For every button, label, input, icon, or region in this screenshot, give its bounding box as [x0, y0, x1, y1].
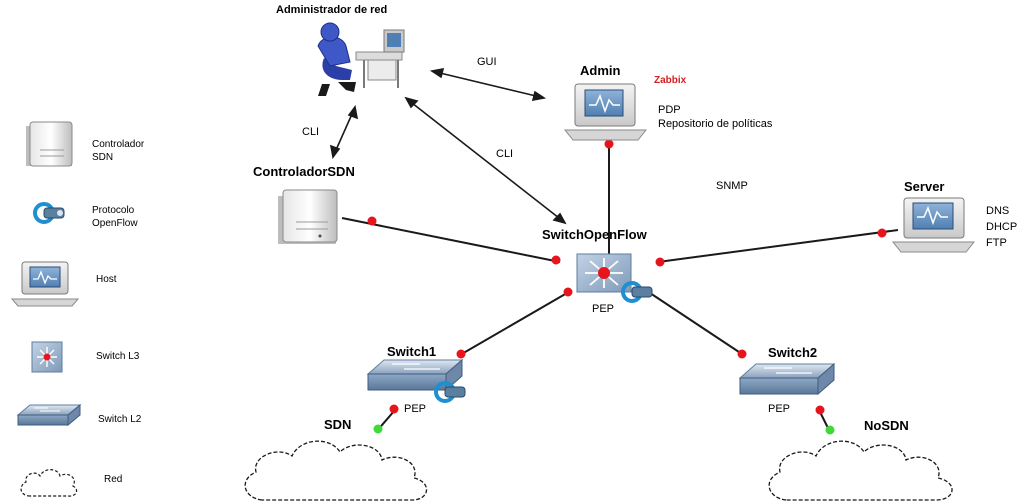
connections [341, 143, 899, 433]
switch2-title: Switch2 [768, 345, 818, 360]
controller-title: ControladorSDN [253, 164, 355, 179]
legend-switch-l2-label: Switch L2 [98, 414, 142, 425]
legend-red-label: Red [104, 474, 123, 485]
link-switchopenflow-switch1 [459, 292, 568, 356]
legend-controlador-label-2: SDN [92, 152, 114, 163]
legend-host-label: Host [96, 274, 117, 285]
legend-switch-l3-label: Switch L3 [96, 351, 140, 362]
legend-switch-l2-icon [16, 403, 82, 427]
gui-link-label: GUI [477, 56, 497, 68]
switch1-pep: PEP [404, 403, 427, 415]
legend-switch-l3-icon [31, 341, 63, 373]
link-server-switchopenflow [657, 229, 899, 263]
legend-openflow-protocol-icon [33, 202, 65, 224]
switch1-icon [366, 358, 466, 403]
switch-openflow-title: SwitchOpenFlow [542, 227, 647, 242]
link-endpoints [367, 139, 887, 435]
management-arrows [329, 67, 567, 225]
link-switchopenflow-switch2 [649, 292, 746, 357]
admin-info-pdp: PDP [658, 104, 681, 116]
switch2-pep: PEP [768, 403, 791, 415]
snmp-link-label: SNMP [716, 180, 748, 192]
switch1-title: Switch1 [387, 344, 437, 359]
zabbix-tag: Zabbix [654, 75, 687, 86]
controller-server-icon [278, 189, 338, 244]
legend-server-icon [26, 121, 73, 167]
legend-host-icon [10, 261, 80, 307]
sdn-cloud-icon [244, 440, 428, 501]
legend-controlador-label-1: Controlador [92, 139, 145, 150]
server-title: Server [904, 179, 945, 194]
switch-openflow-icon [576, 253, 653, 303]
legend-protocolo-label-2: OpenFlow [92, 218, 138, 229]
sdn-cloud-title: SDN [324, 417, 352, 432]
network-administrator-icon [317, 22, 405, 96]
switch2-icon [738, 362, 836, 396]
server-service-dns: DNS [986, 205, 1010, 217]
server-service-ftp: FTP [986, 237, 1007, 249]
admin-title: Admin [580, 63, 621, 78]
administrator-title: Administrador de red [276, 4, 388, 16]
cli-switch-link-label: CLI [496, 148, 514, 160]
switch-openflow-pep: PEP [592, 303, 615, 315]
link-controller-switchopenflow [341, 217, 561, 263]
cli-controller-link-label: CLI [302, 126, 320, 138]
admin-host-icon [563, 83, 648, 141]
legend-cloud-icon [20, 469, 78, 497]
nosdn-cloud-title: NoSDN [864, 418, 909, 433]
server-host-icon [891, 197, 976, 253]
admin-info-repositorio: Repositorio de políticas [658, 118, 773, 130]
legend-protocolo-label-1: Protocolo [92, 205, 135, 216]
nosdn-cloud-icon [768, 440, 953, 501]
server-service-dhcp: DHCP [986, 221, 1018, 233]
